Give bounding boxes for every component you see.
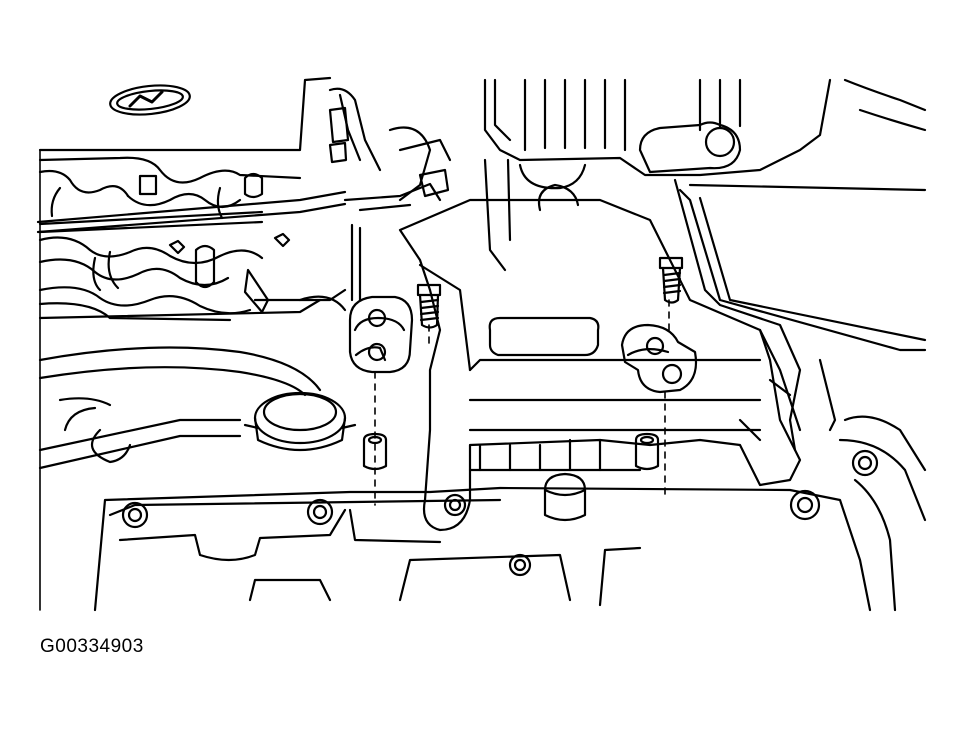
mounting-stud-right bbox=[636, 434, 658, 469]
rubber-grommet-left bbox=[350, 297, 412, 372]
air-cleaner-cover bbox=[675, 180, 925, 610]
brand-emblem-logo bbox=[109, 82, 191, 118]
rubber-grommet-right bbox=[622, 325, 696, 392]
engine-cover bbox=[38, 78, 345, 320]
figure-code-label: G00334903 bbox=[40, 636, 144, 657]
mounting-bracket bbox=[400, 200, 800, 530]
engine-lower bbox=[40, 348, 320, 431]
bolt-right bbox=[660, 258, 682, 303]
radiator-cap bbox=[40, 393, 355, 468]
assembly-guide-lines bbox=[375, 300, 669, 505]
bolt-left bbox=[418, 285, 440, 328]
mounting-stud-left bbox=[364, 434, 386, 469]
lower-mounting-plate bbox=[95, 440, 870, 610]
air-cleaner-housing bbox=[485, 80, 925, 270]
wiring-harness bbox=[255, 89, 450, 310]
